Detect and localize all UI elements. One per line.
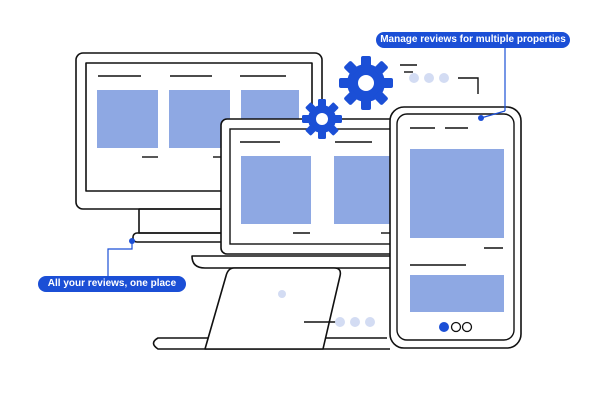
monitor-base: [132, 232, 236, 243]
monitor-card-2: [169, 90, 230, 148]
callout-manage-reviews: Manage reviews for multiple properties: [376, 32, 570, 48]
monitor-content: [97, 75, 299, 158]
laptop: [191, 118, 398, 269]
laptop-base: [191, 255, 398, 269]
carousel-dots: [439, 321, 473, 333]
phone-card-1: [410, 149, 504, 238]
floating-decor: [400, 64, 479, 94]
callout-leaders: [107, 48, 506, 276]
phone: [389, 106, 522, 349]
phone-card-2: [410, 275, 504, 312]
tablet-body: [204, 267, 342, 350]
gear-icon: [339, 56, 393, 110]
laptop-card-2: [334, 156, 397, 224]
callout-all-reviews: All your reviews, one place: [38, 276, 186, 292]
gear-icon-small: [302, 99, 342, 139]
connector-dots: [335, 317, 375, 327]
desk-line: [152, 337, 390, 350]
monitor-card-1: [97, 90, 158, 148]
tablet: [152, 267, 390, 350]
monitor-neck: [138, 208, 230, 234]
tablet-dot: [278, 290, 286, 298]
laptop-card-1: [241, 156, 311, 224]
